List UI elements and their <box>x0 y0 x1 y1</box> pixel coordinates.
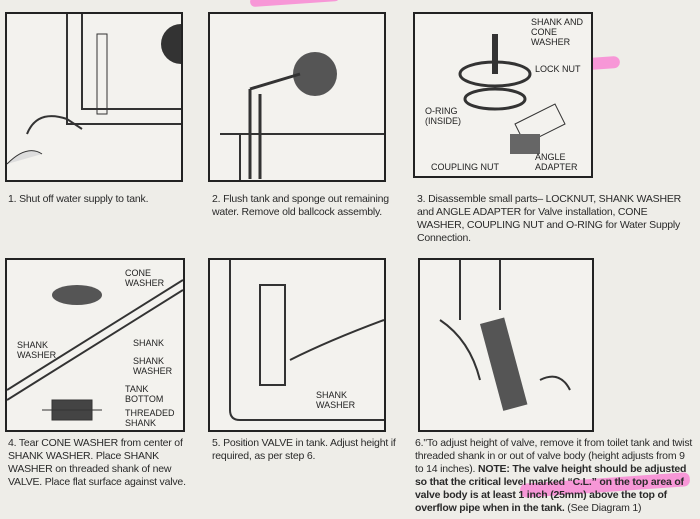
step-3-illustration: SHANK AND CONE WASHER LOCK NUT O-RING (I… <box>413 12 593 178</box>
label-tank-bottom: TANK BOTTOM <box>125 384 164 404</box>
label-shank-washer: SHANK WASHER <box>17 340 57 360</box>
label-lock-nut: LOCK NUT <box>535 64 581 74</box>
step-3-caption: 3. Disassemble small parts– LOCKNUT, SHA… <box>417 193 682 244</box>
step-1-caption: 1. Shut off water supply to tank. <box>8 193 149 205</box>
label-angle-adapter: ANGLE ADAPTER <box>535 152 578 172</box>
step-6-caption: 6."To adjust height of valve, remove it … <box>415 437 695 515</box>
step-5-caption: 5. Position VALVE in tank. Adjust height… <box>212 437 396 462</box>
step-6-caption-main: 6."To adjust height of valve, remove it … <box>415 437 693 475</box>
label-shank: SHANK <box>133 338 165 348</box>
label-cone-washer: CONE WASHER <box>125 268 165 288</box>
step-6-diagram-ref: (See Diagram 1) <box>567 502 642 514</box>
step-5-illustration: SHANK WASHER <box>208 258 386 432</box>
label-shank-washer: SHANK WASHER <box>316 390 356 410</box>
step-2-caption: 2. Flush tank and sponge out remaining w… <box>212 193 389 218</box>
step-2-illustration <box>208 12 386 182</box>
label-shank-washer-2: SHANK WASHER <box>133 356 173 376</box>
step-4-caption: 4. Tear CONE WASHER from center of SHANK… <box>8 437 186 488</box>
step-1-illustration <box>5 12 183 182</box>
label-o-ring: O-RING (INSIDE) <box>425 106 461 126</box>
label-shank-cone-washer: SHANK AND CONE WASHER <box>531 17 584 47</box>
label-coupling-nut: COUPLING NUT <box>431 162 500 172</box>
step-4-illustration: CONE WASHER SHANK WASHER SHANK SHANK WAS… <box>5 258 185 432</box>
highlight-mark <box>249 0 341 8</box>
step-6-note: NOTE: The valve height should be adjuste… <box>415 463 687 514</box>
label-threaded-shank: THREADED SHANK <box>125 408 175 428</box>
step-6-illustration <box>418 258 594 432</box>
